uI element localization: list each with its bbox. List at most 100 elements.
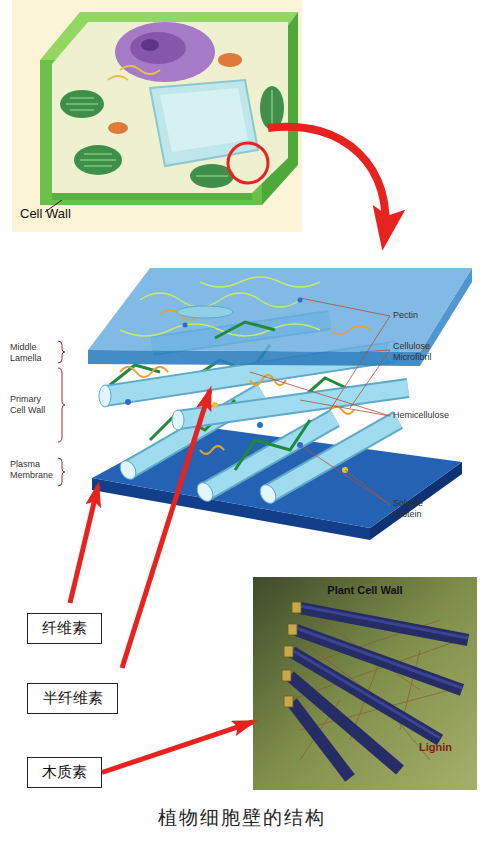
lignin-illustration: [296, 628, 462, 688]
part-label: Plasma Membrane: [10, 459, 58, 481]
pectin-strand: [200, 277, 320, 287]
soluble-protein: [212, 402, 218, 408]
leader-line: [300, 298, 390, 316]
cell-wall-layers: [88, 268, 472, 540]
cell-panel: Cell Wall: [12, 0, 302, 232]
pointer-arrow: [122, 390, 210, 668]
node-text: Plant Cell Wall: [253, 584, 477, 596]
lignin-illustration: [292, 606, 468, 738]
lignin-illustration: [300, 606, 468, 638]
leader-line: [345, 470, 390, 505]
cell-wall-layers: [177, 306, 233, 318]
image-panel: Plant Cell WallLignin: [253, 577, 477, 790]
cell-wall-layers: [88, 350, 420, 366]
layer-bracket: [58, 368, 65, 442]
lignin-illustration: [282, 670, 291, 681]
cell-wall-layers: [183, 323, 188, 328]
plant-cell-illustration: [12, 0, 302, 232]
leader-line: [300, 445, 390, 505]
pectin-strand: [200, 446, 224, 454]
plant-cell-illustration: [52, 22, 288, 193]
leader-line: [360, 350, 390, 352]
node-text: 纤维素: [42, 619, 87, 638]
cellulose-microfibril: [268, 420, 398, 494]
pectin-strand: [120, 277, 320, 336]
cellulose-microfibril: [117, 458, 139, 482]
zoom-arrow: [268, 127, 386, 240]
soluble-protein: [257, 422, 263, 428]
plant-cell-illustration: [228, 143, 268, 183]
hemicellulose-chain: [235, 420, 310, 470]
part-label: Primary Cell Wall: [10, 394, 56, 416]
part-label: Soluble Protein: [393, 498, 445, 520]
part-label: Cellulose Microfibril: [393, 341, 453, 363]
plant-cell-illustration: [80, 154, 116, 166]
node-text: 木质素: [42, 763, 87, 782]
term-box: 纤维素: [27, 613, 102, 644]
lignin-illustration: [292, 702, 350, 778]
plant-cell-illustration: [150, 80, 258, 166]
node-text: 半纤维素: [43, 689, 103, 708]
lignin-illustration: [288, 624, 297, 635]
plant-cell-illustration: [196, 175, 228, 177]
lignin-illustration: [253, 577, 477, 790]
plant-cell-illustration: [160, 88, 248, 152]
cellulose-microfibril: [172, 410, 184, 430]
cellulose-microfibril: [194, 480, 216, 504]
layer-bracket: [58, 458, 65, 486]
figure-caption: 植物细胞壁的结构: [0, 805, 483, 831]
leader-line: [250, 372, 390, 416]
part-label: Pectin: [393, 310, 463, 321]
leader-line: [350, 350, 390, 408]
plant-cell-illustration: [66, 98, 98, 110]
plant-cell-illustration: [12, 0, 302, 232]
part-label: Hemicellulose: [393, 410, 473, 421]
lignin-illustration: [284, 646, 293, 657]
lignin-illustration: [296, 630, 462, 690]
lignin-illustration: [284, 696, 293, 707]
layer-bracket: [58, 341, 65, 363]
plant-cell-illustration: [108, 122, 128, 134]
lignin-illustration: [253, 577, 477, 790]
node-text: Cell Wall: [20, 206, 71, 221]
soluble-protein: [125, 399, 131, 405]
soluble-protein: [125, 399, 348, 473]
node-text: Lignin: [419, 741, 452, 753]
zoom-arrow: [268, 127, 386, 240]
layer-bracket: [58, 341, 65, 486]
plant-cell-illustration: [141, 39, 159, 51]
lignin-illustration: [292, 602, 301, 613]
cellulose-microfibril: [178, 388, 408, 420]
leader-line: [250, 298, 390, 505]
plant-cell-illustration: [115, 22, 215, 82]
plant-cell-illustration: [130, 32, 186, 64]
pointer-arrow: [102, 722, 253, 773]
pointer-arrow: [70, 486, 98, 603]
cell-wall-layers: [215, 322, 275, 338]
pectin-strand: [330, 326, 370, 334]
cell-wall-layers: [88, 268, 472, 352]
lignin-illustration: [282, 602, 301, 707]
pectin-strand: [120, 367, 354, 454]
lignin-illustration: [292, 650, 440, 738]
plant-cell-illustration: [271, 90, 273, 126]
pectin-strand: [250, 375, 286, 385]
part-label: Middle Lamella: [10, 342, 56, 364]
plant-cell-illustration: [108, 66, 160, 80]
term-box: 半纤维素: [27, 683, 118, 714]
plant-cell-illustration: [74, 145, 122, 175]
leader-line: [300, 400, 390, 416]
plant-cell-illustration: [52, 193, 252, 200]
cellulose-microfibril: [268, 420, 398, 494]
leader-line: [330, 316, 390, 410]
cellulose-microfibril: [99, 385, 111, 407]
pectin-strand: [120, 367, 168, 377]
term-box: 木质素: [27, 757, 102, 788]
plant-cell-illustration: [218, 53, 242, 67]
cellulose-microfibril: [178, 388, 408, 420]
cellulose-microfibril: [257, 482, 279, 506]
plant-cell-illustration: [60, 90, 104, 118]
